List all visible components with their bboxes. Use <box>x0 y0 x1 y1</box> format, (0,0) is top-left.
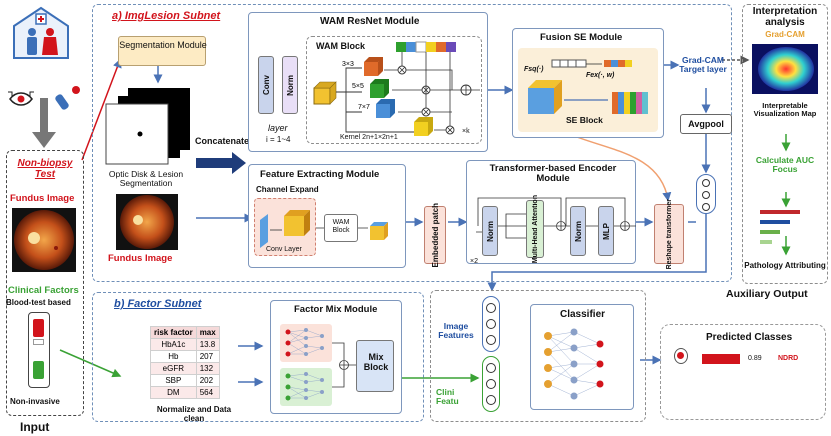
input-panel <box>6 150 84 416</box>
layer-range-label: i = 1~4 <box>266 135 291 144</box>
classifier-network <box>544 328 604 400</box>
svg-text:3×3: 3×3 <box>342 61 354 68</box>
avgpool-label: Avgpool <box>688 119 724 129</box>
eye-icon <box>8 90 34 113</box>
embedded-patch-bar: Embedded patch <box>424 203 446 267</box>
factor-mix-graphics <box>280 324 356 406</box>
input-down-arrow-head <box>32 132 56 148</box>
predicted-title: Predicted Classes <box>706 332 793 343</box>
test-tube-icon <box>28 312 50 388</box>
grad-cam-target-label: Grad-CAM Target layer <box>679 55 727 75</box>
optic-disk-caption: Optic Disk & Lesion Segmentation <box>108 169 184 189</box>
normalize-label: Normalize and Data clean <box>156 405 232 423</box>
clinical-feature-column <box>482 356 500 412</box>
factor-title: b) Factor Subnet <box>114 298 202 310</box>
transformer-norm-2: Norm <box>570 206 586 256</box>
fundus-image-caption: Fundus Image <box>108 253 173 264</box>
lesion-maps <box>104 86 194 171</box>
wam-block-title: WAM Block <box>316 41 366 51</box>
se-block-graphics <box>528 59 648 114</box>
transformer-title: Transformer-based Encoder Module <box>489 163 617 185</box>
red-arrow <box>81 58 122 161</box>
channel-expand-label: Channel Expand <box>256 185 319 194</box>
image-features-label: Image Features <box>438 321 474 341</box>
wam-norm-bar: Norm <box>282 56 298 114</box>
interpretation-panel <box>742 4 828 284</box>
input-caption: Input <box>20 420 50 434</box>
xk-label: ×k <box>462 128 470 135</box>
avgpool-box: Avgpool <box>680 114 732 134</box>
fundus-image-main <box>116 194 178 255</box>
svg-text:7×7: 7×7 <box>358 104 370 111</box>
imglesion-title: a) ImgLesion Subnet <box>112 10 221 22</box>
wam-block <box>306 36 482 144</box>
predicted-bar <box>702 354 740 364</box>
image-feature-column <box>482 296 500 352</box>
transformer-mha: Multi-Head Attention <box>526 195 544 263</box>
auc-label: Calculate AUC Focus <box>755 155 815 175</box>
grad-cam-label: Grad-CAM <box>765 30 805 39</box>
transformer-norm-1: Norm <box>482 206 498 256</box>
feature-extract-graphics <box>260 210 388 248</box>
fusion-se-title: Fusion SE Module <box>540 32 623 43</box>
predicted-node <box>674 348 688 364</box>
reshape-transformer-bar: Reshape transformer <box>654 199 684 269</box>
clinical-features-label: Clini Featu <box>436 387 459 407</box>
segmentation-module-label: Segmentation Module <box>119 40 207 50</box>
blood-drop-icon <box>52 84 82 115</box>
fundus-thumbnail <box>12 208 76 277</box>
wam-block-graphics: 3×3 5×5 7×7 <box>313 41 480 136</box>
max-header: max <box>195 326 220 339</box>
transformer-mlp: MLP <box>598 206 614 256</box>
se-block-label: SE Block <box>566 115 603 125</box>
non-invasive-label: Non-invasive <box>10 397 60 406</box>
pathology-label: Pathology Attributing <box>744 261 826 270</box>
factor-panel <box>92 292 424 422</box>
visualization-map-caption: Interpretable Visualization Map <box>753 101 817 119</box>
attribution-bars <box>760 210 810 255</box>
fe-wam-block-label: WAM Block <box>332 219 350 234</box>
non-biopsy-label: Non-biopsy Test <box>17 158 73 180</box>
segmentation-module: Segmentation Module <box>118 36 207 66</box>
wam-conv-bar: Conv <box>258 56 274 114</box>
fsq-label: Fsq(·) <box>524 66 544 73</box>
concatenate-arrow <box>196 152 246 174</box>
x2-label: ×2 <box>470 258 478 265</box>
feature-vector-column <box>696 174 716 214</box>
predicted-value: 0.89 <box>748 355 762 362</box>
grad-cam-heatmap <box>752 44 818 99</box>
factor-mix-title: Factor Mix Module <box>294 304 378 315</box>
layer-label: layer <box>268 123 288 133</box>
svg-text:5×5: 5×5 <box>352 83 364 90</box>
hospital-icon <box>10 4 72 60</box>
auxiliary-output-label: Auxiliary Output <box>726 288 808 300</box>
fundus-image-label: Fundus Image <box>10 193 75 204</box>
mix-block: Mix Block <box>356 340 394 392</box>
wam-resnet-title: WAM ResNet Module <box>320 16 420 27</box>
predicted-class-label: NDRD <box>778 355 799 362</box>
feature-extracting-title: Feature Extracting Module <box>260 169 380 180</box>
imglesion-panel <box>92 4 732 282</box>
input-down-arrow-shaft <box>40 98 48 134</box>
risk-factor-header: risk factor <box>150 326 197 339</box>
predicted-panel <box>660 324 826 420</box>
kernel-label: Kernel 2n+1×2n+1 <box>340 134 398 141</box>
blood-test-label: Blood-test based <box>6 298 71 307</box>
clinical-factors-label: Clinical Factors <box>8 285 79 296</box>
transformer-graphics <box>476 197 636 239</box>
concatenate-label: Concatenate <box>195 136 250 146</box>
classifier-title: Classifier <box>560 309 606 320</box>
classifier-panel <box>430 290 646 422</box>
interpretation-title: Interpretation analysis <box>752 6 818 28</box>
fex-label: Fex(·, w) <box>586 72 615 79</box>
fe-wam-block: WAM Block <box>324 214 358 242</box>
mix-block-label: Mix Block <box>363 352 389 372</box>
conv-layer-label: Conv Layer <box>266 246 302 253</box>
